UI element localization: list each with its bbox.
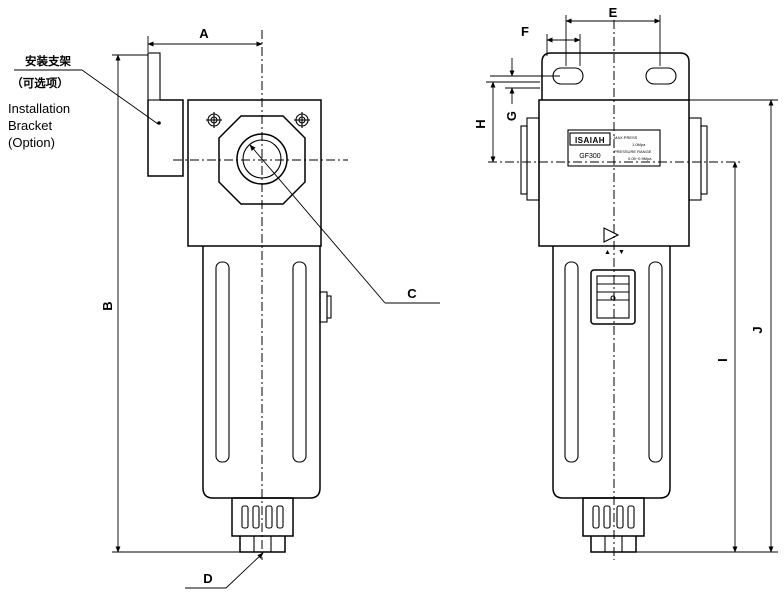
label-g: G <box>504 111 519 121</box>
label-h: H <box>473 119 488 128</box>
nameplate-spec-1: MAX.PRESS <box>614 135 638 140</box>
dimension-j: J <box>689 99 778 553</box>
bracket-label-chinese: 安装支架 <box>25 54 71 68</box>
nameplate-spec-2: 1.0Mpa <box>632 142 646 147</box>
top-bracket <box>541 52 690 100</box>
label-f: F <box>521 24 529 39</box>
dimension-g: G <box>490 58 560 121</box>
dimension-f: F <box>521 24 581 66</box>
label-a: A <box>199 26 209 41</box>
flow-direction-icon: ▲ ▼ <box>603 227 625 256</box>
label-j: J <box>750 326 765 333</box>
dimension-b: B <box>100 54 240 553</box>
left-view: A B C D 安装支架 （可选项） Installation <box>8 26 440 589</box>
bracket-label-en-1: Installation <box>8 101 70 116</box>
label-e: E <box>609 5 618 20</box>
nameplate-model: GF300 <box>579 153 601 160</box>
label-i: I <box>715 358 730 362</box>
filter-bowl-front <box>552 246 671 499</box>
svg-text:▼: ▼ <box>618 249 625 256</box>
filter-bowl <box>202 246 332 499</box>
dimension-c: C <box>249 144 440 304</box>
filter-head <box>187 99 322 247</box>
bracket-label-option-chinese: （可选项） <box>11 76 69 90</box>
nameplate-spec-3: PRESSURE RANGE <box>614 149 652 154</box>
dimension-h: H <box>473 81 540 163</box>
bracket-label-en-2: Bracket <box>8 118 52 133</box>
bracket-annotation: 安装支架 （可选项） Installation Bracket (Option) <box>8 54 159 150</box>
label-d: D <box>203 571 212 586</box>
svg-text:▲: ▲ <box>604 249 611 256</box>
dimension-a: A <box>147 26 263 52</box>
nameplate-spec-4: 0.05~0.9Mpa <box>628 156 652 161</box>
dimension-i: I <box>636 161 740 553</box>
nameplate-brand: ISAIAH <box>575 136 605 145</box>
installation-bracket <box>147 52 184 177</box>
right-view: ISAIAH GF300 MAX.PRESS 1.0Mpa PRESSURE R… <box>473 5 778 560</box>
label-c: C <box>407 286 417 301</box>
dimension-d: D <box>185 552 264 589</box>
bracket-label-en-3: (Option) <box>8 135 55 150</box>
label-b: B <box>100 301 115 310</box>
